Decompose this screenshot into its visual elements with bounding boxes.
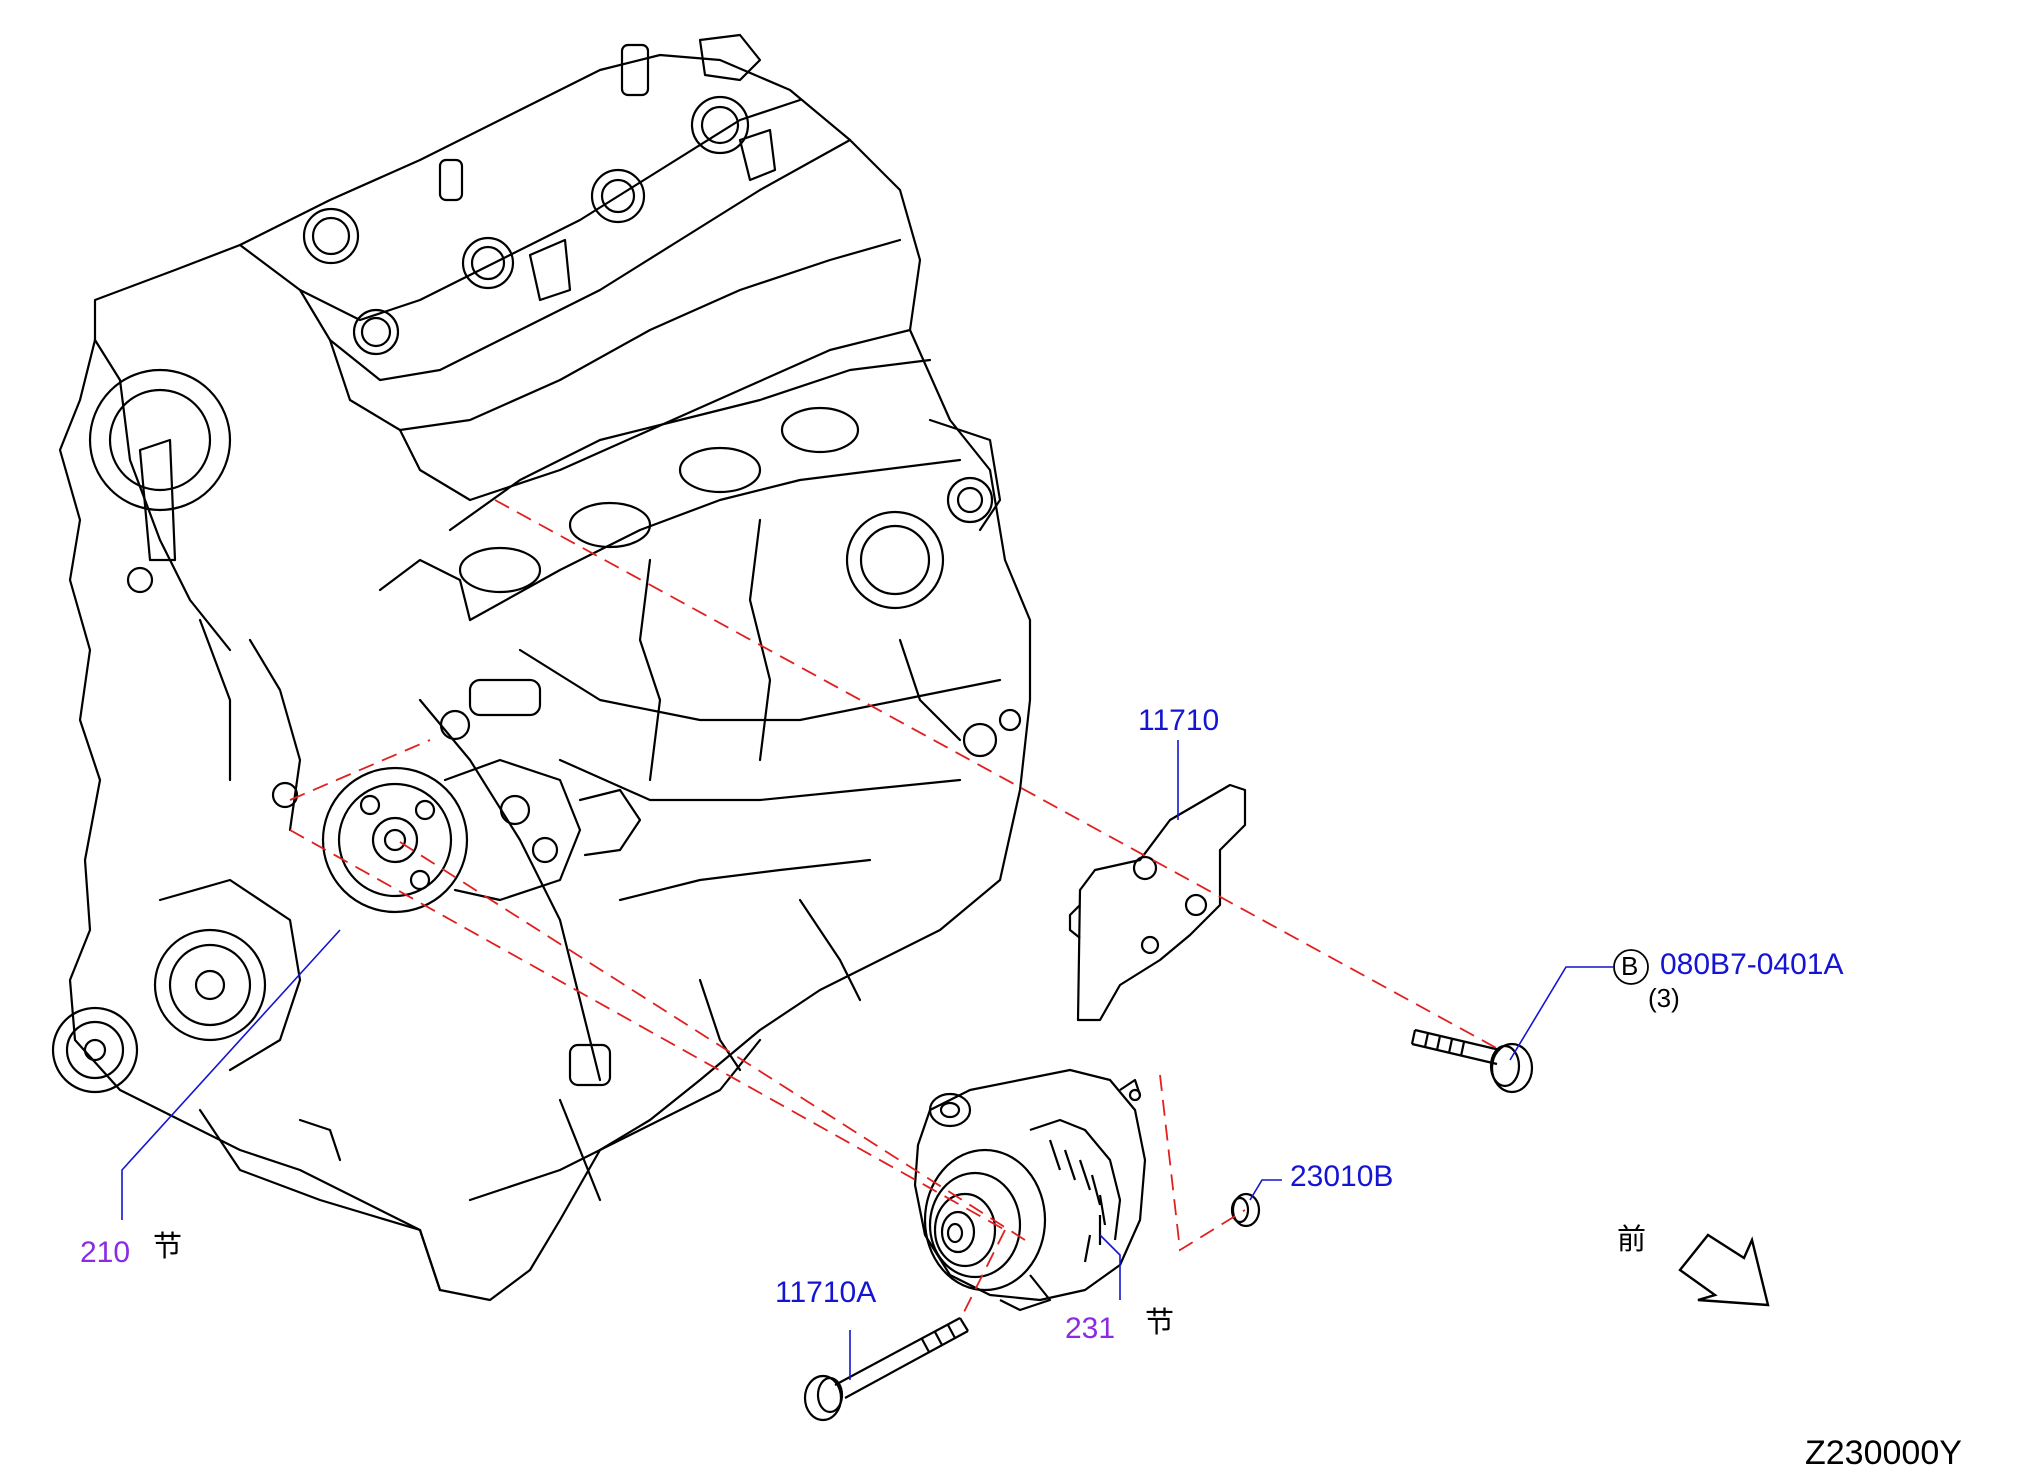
callout-alternator-suffix: 节 (1145, 1305, 1175, 1339)
callout-engine-suffix: 节 (153, 1229, 183, 1263)
callout-leader-lines (121, 740, 1613, 1380)
alternator-bracket-drawing (1068, 783, 1247, 1022)
bolt-reference-circle-icon (1613, 949, 1649, 985)
front-direction-arrow-icon (1678, 1233, 1770, 1307)
callout-bracket-11710[interactable]: 11710 (1138, 704, 1220, 737)
callout-nut-23010B[interactable]: 23010B (1290, 1160, 1394, 1193)
long-bolt-drawing (803, 1317, 969, 1422)
nut-drawing (1230, 1192, 1261, 1228)
figure-code: Z230000Y (1805, 1434, 1962, 1472)
callout-alternator-231[interactable]: 231 (1065, 1312, 1116, 1345)
callout-circle-letter: B (1621, 951, 1639, 981)
callout-bolt-080B7-0401A[interactable]: 080B7-0401A (1660, 948, 1844, 981)
mounting-bolt-drawing (1410, 1028, 1534, 1094)
callout-long-bolt-11710A[interactable]: 11710A (775, 1276, 877, 1309)
assembly-guide-lines (289, 499, 1501, 1321)
engine-assembly-drawing (51, 33, 1032, 1302)
alternator-drawing (913, 1068, 1147, 1312)
callout-bolt-quantity: (3) (1648, 983, 1680, 1013)
callout-engine-210[interactable]: 210 (80, 1236, 131, 1269)
front-label: 前 (1617, 1222, 1647, 1256)
